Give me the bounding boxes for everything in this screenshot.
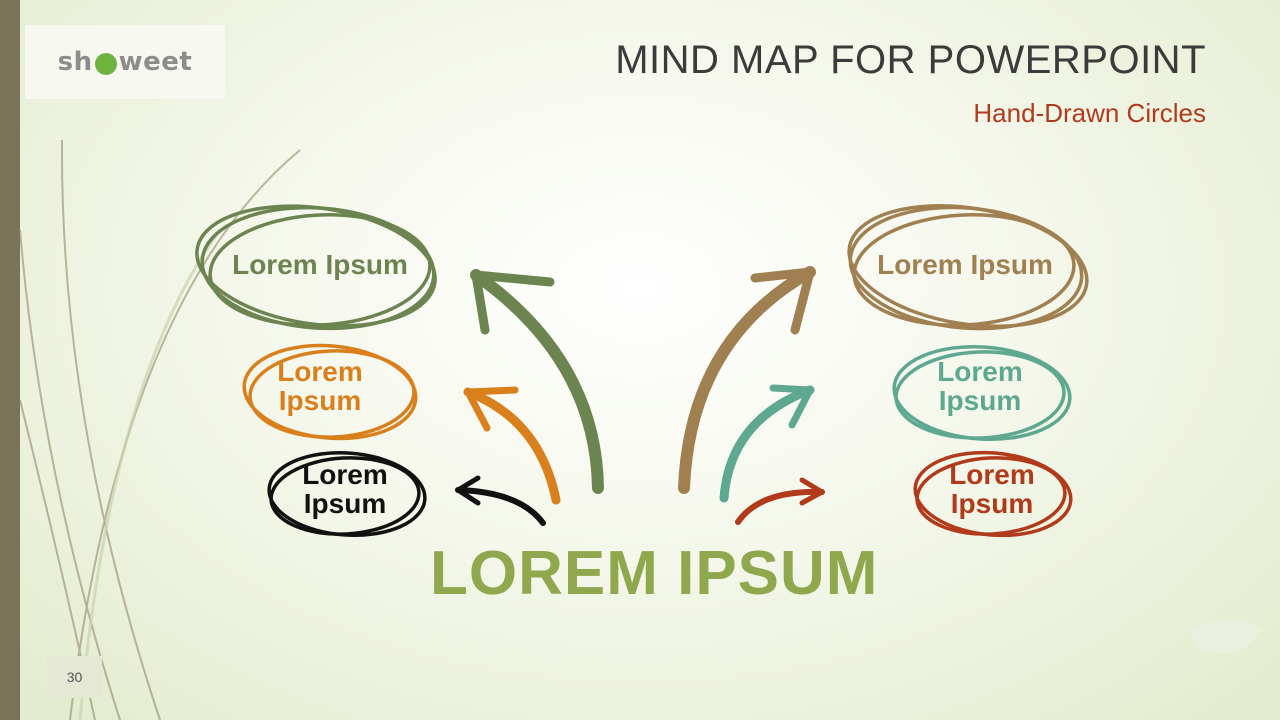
node-right-top-line1: Lorem Ipsum <box>877 249 1053 280</box>
arrow-left-top <box>470 269 604 494</box>
node-left-middle-line1: Lorem <box>277 356 363 387</box>
node-left-middle-line2: Ipsum <box>278 385 362 417</box>
node-left-bottom-line2: Ipsum <box>303 488 387 520</box>
logo-text-end: weet <box>118 47 193 77</box>
center-topic: LOREM IPSUM <box>430 539 879 608</box>
circle-left-bottom <box>267 450 427 538</box>
circle-left-middle <box>242 343 418 441</box>
node-right-top: Lorem Ipsum <box>855 249 1075 280</box>
page-number-text: 30 <box>66 669 83 685</box>
logo-mark-icon <box>94 53 117 75</box>
node-right-bottom-line2: Ipsum <box>950 488 1034 520</box>
circle-right-bottom <box>913 450 1073 538</box>
node-left-top-line1: Lorem Ipsum <box>232 249 408 280</box>
node-right-middle-line2: Ipsum <box>938 385 1022 417</box>
node-left-bottom-line1: Lorem <box>302 459 388 490</box>
logo-text-start: sh <box>57 47 93 77</box>
left-accent-bar <box>0 0 20 720</box>
circle-left-top <box>195 204 437 331</box>
node-left-middle: Lorem Ipsum <box>250 357 390 416</box>
arrow-left-middle <box>463 386 561 505</box>
node-right-bottom-line1: Lorem <box>949 459 1035 490</box>
arrow-right-top <box>678 266 816 494</box>
arrow-right-bottom <box>735 477 825 525</box>
slide-title: MIND MAP FOR POWERPOINT <box>615 38 1206 82</box>
node-right-bottom: Lorem Ipsum <box>922 460 1062 519</box>
node-left-bottom: Lorem Ipsum <box>275 460 415 519</box>
slide-subtitle: Hand-Drawn Circles <box>973 98 1206 128</box>
circle-right-middle <box>892 344 1072 442</box>
node-left-top: Lorem Ipsum <box>210 249 430 280</box>
node-right-middle-line1: Lorem <box>937 356 1023 387</box>
circle-right-top <box>847 203 1089 331</box>
arrow-left-bottom <box>455 475 546 526</box>
arrow-right-middle <box>719 384 815 503</box>
page-number: 30 <box>47 656 102 698</box>
node-right-middle: Lorem Ipsum <box>910 357 1050 416</box>
